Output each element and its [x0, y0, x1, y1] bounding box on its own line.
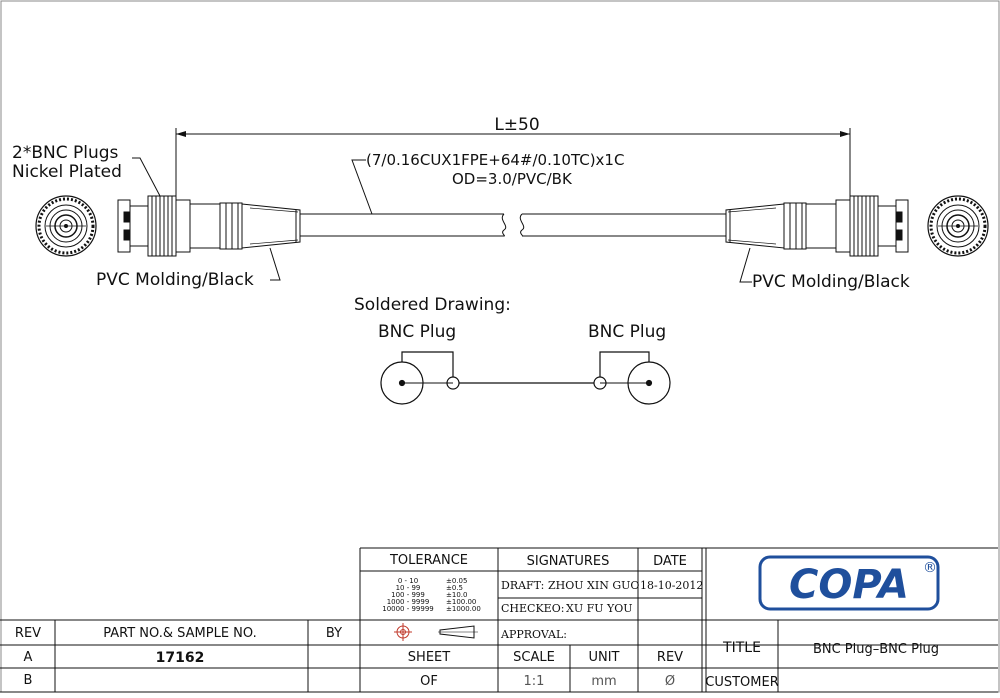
plugs-label-line2: Nickel Plated	[12, 162, 122, 182]
tolerance-range: 10 - 99	[396, 584, 421, 592]
plugs-label-line1: 2*BNC Plugs	[12, 143, 119, 163]
checked-name: XU FU YOU	[566, 602, 633, 615]
sheet-value: OF	[420, 674, 438, 689]
tolerance-value: ±100.00	[446, 598, 476, 606]
soldered-drawing: Soldered Drawing: BNC Plug BNC Plug	[354, 295, 671, 405]
checked-label: CHECKEO:	[501, 602, 564, 615]
rev-a: A	[24, 650, 33, 665]
bnc-end-view-right	[927, 195, 989, 257]
plugs-leader	[132, 157, 161, 197]
tolerance-range: 100 - 999	[391, 591, 425, 599]
scale-label: SCALE	[513, 650, 555, 665]
bnc-plug-label-left: BNC Plug	[378, 322, 456, 342]
tolerance-header: TOLERANCE	[389, 553, 468, 568]
projection-symbol	[394, 623, 478, 641]
bnc-plug-side-left	[117, 195, 301, 257]
cable	[300, 213, 726, 237]
by-header: BY	[326, 626, 342, 641]
date-header: DATE	[653, 554, 687, 569]
approval-label: APPROVAL:	[500, 628, 567, 641]
logo-registered: ®	[923, 560, 937, 576]
tolerance-range: 1000 - 9999	[387, 598, 430, 606]
tolerance-value: ±1000.00	[446, 605, 481, 613]
sheet-label: SHEET	[408, 650, 450, 665]
length-dimension: L±50	[175, 115, 851, 198]
molding-label-right: PVC Molding/Black	[752, 272, 910, 292]
rev-label: REV	[657, 650, 683, 665]
customer-label: CUSTOMER	[705, 675, 778, 690]
soldered-title: Soldered Drawing:	[354, 295, 511, 315]
tolerance-range: 0 - 10	[398, 577, 418, 585]
molding-label-left: PVC Molding/Black	[96, 270, 254, 290]
tolerance-range: 10000 - 99999	[382, 605, 434, 613]
draft-date: 18-10-2012	[640, 579, 703, 592]
unit-label: UNIT	[588, 650, 619, 665]
title-label: TITLE	[722, 640, 761, 656]
draft-name: ZHOU XIN GUO	[548, 579, 639, 592]
cable-spec-leader	[351, 159, 373, 215]
logo-text: COPA	[789, 562, 909, 608]
molding-leader-left	[269, 247, 281, 281]
title-block	[0, 547, 998, 693]
tolerance-table: 0 - 10 ±0.05 10 - 99 ±0.5 100 - 999 ±10.…	[382, 577, 481, 613]
signatures-header: SIGNATURES	[527, 554, 610, 569]
cable-spec-line1: (7/0.16CUX1FPE+64#/0.10TC)x1C	[366, 151, 624, 169]
draft-label: DRAFT:	[501, 579, 544, 592]
tolerance-value: ±0.5	[446, 584, 463, 592]
bnc-plug-side-right	[725, 195, 909, 257]
part-number: 17162	[156, 650, 205, 666]
copa-logo: COPA ®	[758, 555, 940, 611]
tolerance-value: ±0.05	[446, 577, 467, 585]
bnc-plug-label-right: BNC Plug	[588, 322, 666, 342]
tolerance-value: ±10.0	[446, 591, 467, 599]
rev-header: REV	[15, 626, 41, 641]
rev-b: B	[24, 673, 33, 688]
bnc-end-view-left	[35, 195, 97, 257]
molding-leader-right	[739, 247, 752, 283]
length-label: L±50	[494, 115, 539, 135]
unit-value: mm	[591, 674, 616, 689]
title-value: BNC Plug–BNC Plug	[813, 642, 939, 657]
part-header: PART NO.& SAMPLE NO.	[103, 626, 257, 641]
cable-spec-line2: OD=3.0/PVC/BK	[452, 170, 573, 188]
rev-value: Ø	[665, 674, 675, 689]
scale-value: 1:1	[524, 674, 545, 689]
